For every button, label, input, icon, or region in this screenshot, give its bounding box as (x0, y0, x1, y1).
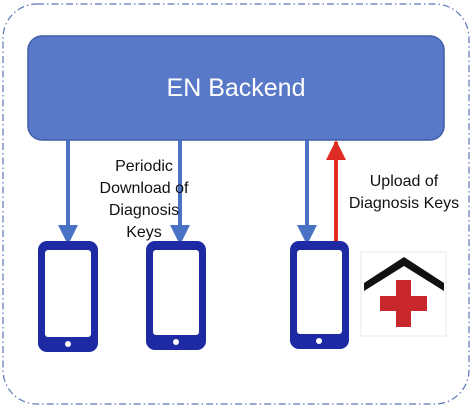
smartphone-icon (290, 241, 349, 349)
hospital-icon (360, 251, 447, 337)
download-label: Periodic Download of Diagnosis Keys (84, 156, 204, 244)
backend-box (27, 35, 445, 141)
smartphone-icon (146, 241, 206, 350)
system-boundary (2, 3, 470, 405)
download-label-line: Download of (99, 180, 189, 197)
backend-title: EN Backend (166, 74, 306, 102)
upload-label: Upload of Diagnosis Keys (340, 171, 468, 215)
download-label-line: Diagnosis (108, 202, 180, 219)
download-label-line: Periodic (115, 158, 173, 175)
smartphone-icon (38, 241, 98, 352)
upload-label-line: Upload of (369, 173, 439, 190)
download-label-line: Keys (126, 224, 162, 241)
upload-label-line: Diagnosis Keys (348, 195, 460, 212)
